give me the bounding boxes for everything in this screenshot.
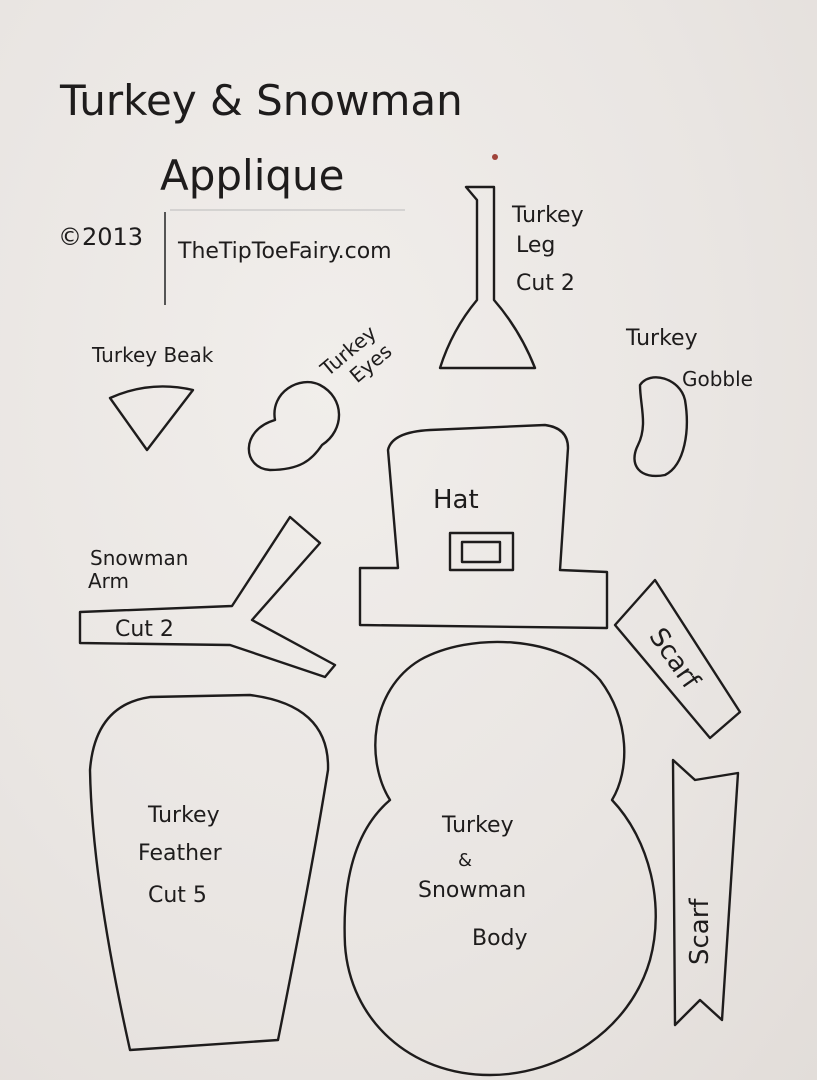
turkey-gobble-shape [633, 376, 688, 478]
snowman-arm-label-1: Snowman [90, 546, 188, 570]
turkey-feather-label-3: Cut 5 [148, 883, 207, 908]
body-label-1: Turkey [441, 813, 514, 838]
turkey-gobble-label-2: Gobble [682, 367, 753, 391]
body-shape [343, 640, 657, 1077]
scarf-bottom-label: Scarf [685, 898, 715, 965]
title-line1: Turkey & Snowman [59, 76, 463, 125]
turkey-leg-shape [438, 185, 537, 370]
body-label-3: Snowman [418, 878, 526, 903]
turkey-feather-shape [88, 693, 330, 1052]
hat-shape [358, 423, 609, 630]
snowman-arm-shape [78, 515, 337, 679]
turkey-eyes-shape [247, 380, 341, 472]
snowman-arm-label-2: Arm [88, 569, 129, 593]
hat-buckle-outer [448, 531, 515, 572]
turkey-feather-label-1: Turkey [147, 803, 220, 828]
turkey-leg-label-2: Leg [516, 233, 555, 258]
website-text: TheTipToeFairy.com [177, 239, 392, 264]
body-label-2: & [458, 850, 472, 871]
hat-label: Hat [433, 485, 479, 515]
title-line2: Applique [160, 151, 345, 200]
body-label-4: Body [472, 926, 528, 951]
turkey-beak-shape [108, 385, 195, 452]
turkey-leg-label-1: Turkey [511, 203, 584, 228]
red-dot [492, 154, 498, 160]
turkey-leg-label-3: Cut 2 [516, 271, 575, 296]
scarf-top-shape [613, 578, 742, 740]
turkey-gobble-label-1: Turkey [625, 326, 698, 351]
turkey-beak-label: Turkey Beak [91, 343, 214, 367]
scarf-bottom-shape [671, 758, 740, 1027]
snowman-arm-label-3: Cut 2 [115, 617, 174, 642]
turkey-feather-label-2: Feather [138, 841, 223, 866]
scarf-top-label: Scarf [643, 623, 706, 695]
hat-buckle-inner [460, 540, 502, 564]
copyright-text: ©2013 [58, 223, 143, 251]
